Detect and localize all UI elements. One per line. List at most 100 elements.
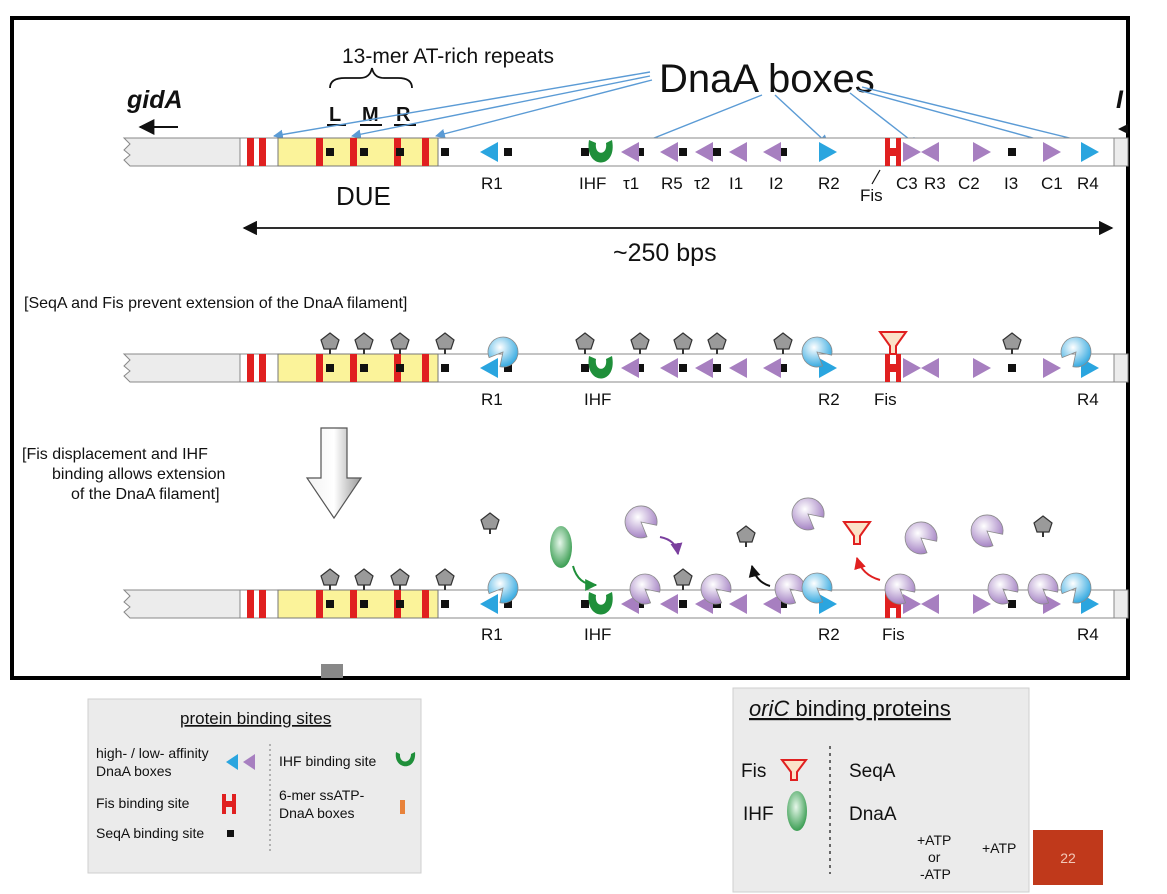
- seqa-protein-icon: [390, 568, 410, 586]
- seqa-protein-icon: [736, 525, 756, 543]
- dnaa-box-high-icon: [480, 142, 498, 162]
- at-rich-bar: [247, 590, 254, 618]
- span-label: ~250 bps: [613, 239, 717, 267]
- page-number-text: 22: [1060, 849, 1076, 866]
- ihf-protein-icon: [550, 526, 572, 568]
- repeats-title: 13-mer AT-rich repeats: [342, 45, 554, 68]
- gene-right-arrowhead: [1118, 124, 1128, 134]
- seqa-site-icon: [396, 364, 404, 372]
- dnaa-atp-protein-icon: [801, 336, 833, 368]
- at-rich-bar: [350, 354, 357, 382]
- fis-protein-icon: [842, 521, 872, 545]
- row1-label: I1: [729, 174, 743, 193]
- dnaa-box-low-icon: [695, 358, 713, 378]
- row1-label: IHF: [579, 174, 606, 193]
- row1-label: C1: [1041, 174, 1063, 193]
- seqa-protein-icon: [707, 332, 727, 350]
- legend-atp-either: +ATP: [917, 832, 951, 848]
- seqa-site-icon: [713, 364, 721, 372]
- dnaa-box-high-icon: [480, 358, 498, 378]
- next-arrow-stub: [321, 664, 343, 678]
- page-number: 22: [1033, 830, 1103, 885]
- due-label: DUE: [336, 181, 391, 211]
- row1-label: C3: [896, 174, 918, 193]
- dnaa-box-low-icon: [1043, 358, 1061, 378]
- seqa-protein-icon: [673, 568, 693, 586]
- at-rich-bar: [259, 590, 266, 618]
- movement-arrow: [854, 556, 881, 581]
- dnaa-box-low-icon: [903, 594, 921, 614]
- row1-label: C2: [958, 174, 980, 193]
- dnaa-atp-protein-icon: [801, 572, 833, 604]
- callout-lines: [273, 71, 1103, 149]
- seqa-site-icon: [679, 600, 687, 608]
- seqa-protein-icon: [435, 568, 455, 586]
- at-rich-bar: [259, 354, 266, 382]
- row2-label: R2: [818, 390, 840, 409]
- repeat-letter-r: R: [396, 104, 411, 126]
- legend-fis: Fis: [741, 761, 766, 782]
- fis-caption-line: binding allows extension: [52, 466, 225, 483]
- ssatp-box-icon: [400, 800, 405, 814]
- dnaa-box-low-icon: [903, 142, 921, 162]
- fis-caption-line: [Fis displacement and IHF: [22, 446, 208, 463]
- seqa-protein-icon: [320, 568, 340, 586]
- movement-arrow: [659, 536, 683, 556]
- fis-label-leader: [871, 169, 881, 185]
- movement-arrow: [572, 565, 598, 591]
- dnaa-box-low-icon: [729, 142, 747, 162]
- dnaa-box-low-icon: [763, 142, 781, 162]
- seqa-site-icon: [1008, 600, 1016, 608]
- ihf-site-icon: [588, 140, 613, 163]
- legend-dnaa-boxes-line: high- / low- affinity: [96, 745, 209, 761]
- row1-label: I3: [1004, 174, 1018, 193]
- dnaa-box-low-icon: [763, 594, 781, 614]
- row3-labels: R1 IHF R2 Fis R4: [481, 625, 1099, 644]
- seqa-site-icon: [636, 364, 644, 372]
- at-rich-bar: [422, 354, 429, 382]
- dnaa-box-low-icon: [695, 142, 713, 162]
- seqa-site-icon: [396, 148, 404, 156]
- at-rich-bar: [350, 590, 357, 618]
- at-rich-bar: [247, 354, 254, 382]
- row2-label: IHF: [584, 390, 611, 409]
- dnaa-box-high-icon: [819, 594, 837, 614]
- dnaa-atp-protein-icon: [791, 497, 825, 531]
- row1-label: R1: [481, 174, 503, 193]
- ihf-site-icon: [395, 752, 416, 767]
- at-rich-bar: [316, 354, 323, 382]
- dnaa-box-low-icon: [621, 142, 639, 162]
- seqa-site-icon: [713, 148, 721, 156]
- repeat-letter-l: L: [329, 104, 341, 126]
- legend-atp-either: or: [928, 849, 941, 865]
- row3-label: Fis: [882, 625, 905, 644]
- at-rich-bar: [316, 590, 323, 618]
- seqa-site-icon: [636, 148, 644, 156]
- dnaa-atp-protein-icon: [624, 505, 658, 539]
- dnaa-atp-protein-icon: [700, 573, 732, 605]
- seqa-site-icon: [326, 148, 334, 156]
- ihf-protein-icon: [787, 791, 807, 831]
- dnaa-atp-protein-icon: [629, 573, 661, 605]
- seqa-site-icon: [360, 364, 368, 372]
- seqa-site-icon: [441, 600, 449, 608]
- row2-label: R1: [481, 390, 503, 409]
- dnaa-box-low-icon: [921, 358, 939, 378]
- seqa-site-icon: [326, 364, 334, 372]
- dnaa-atp-protein-icon: [1060, 572, 1092, 604]
- dnaa-boxes-callout: DnaA boxes: [659, 57, 875, 101]
- ihf-site-icon: [588, 592, 613, 615]
- gene-label: gidA: [126, 86, 183, 114]
- seqa-site-icon: [679, 364, 687, 372]
- seqa-site-icon: [779, 148, 787, 156]
- seqa-site-icon: [504, 364, 512, 372]
- seqa-site-icon: [581, 364, 589, 372]
- seqa-protein-icon: [575, 332, 595, 350]
- legend-dnaa: DnaA: [849, 804, 897, 825]
- repeats-brace: [329, 67, 413, 89]
- at-rich-bar: [422, 138, 429, 166]
- dnaa-box-low-icon: [921, 142, 939, 162]
- dnaa-box-low-icon: [973, 594, 991, 614]
- seqa-site-icon: [779, 600, 787, 608]
